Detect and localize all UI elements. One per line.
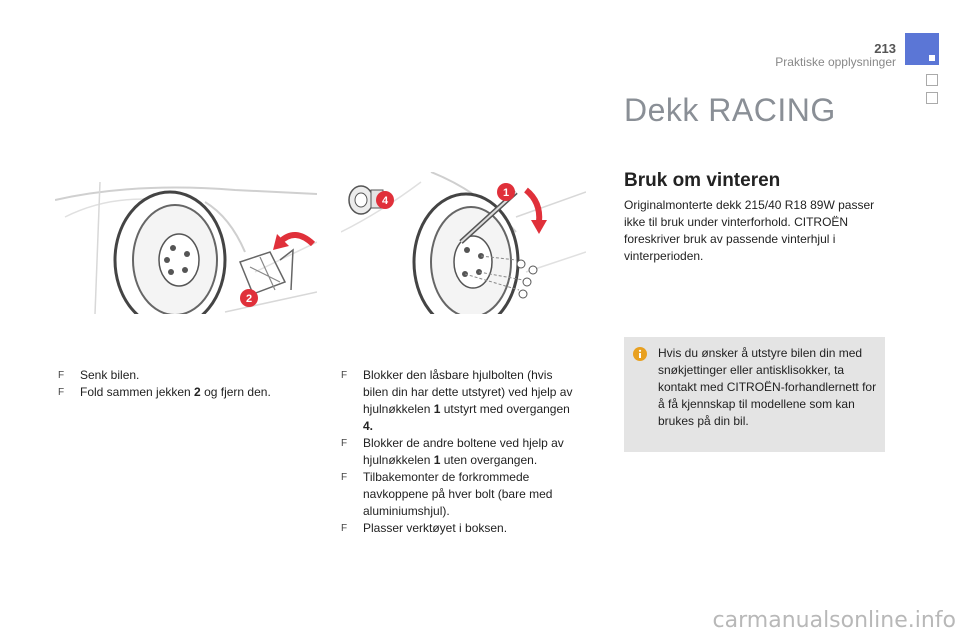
bullet-marker: F (58, 370, 65, 381)
jack-illustration: 2 (55, 172, 317, 314)
chapter-tab-active[interactable] (905, 33, 939, 65)
reference-number: 1 (433, 402, 441, 416)
bullet-marker: F (341, 523, 348, 534)
svg-text:1: 1 (503, 187, 509, 199)
reference-number: 4. (363, 419, 374, 433)
list-item: F Fold sammen jekken 2 og fjern den. (58, 384, 318, 401)
reference-number: 1 (433, 453, 441, 467)
list-text: Tilbakemonter de forkrommede navkoppene … (363, 470, 553, 518)
list-item: F Plasser verktøyet i boksen. (341, 520, 581, 537)
chapter-tab[interactable] (926, 92, 938, 104)
bullet-marker: F (341, 370, 348, 381)
list-text: Plasser verktøyet i boksen. (363, 521, 508, 535)
list-text: utstyrt med overgangen (440, 402, 570, 416)
wheel-bolts-illustration: 4 1 (341, 172, 586, 314)
list-text: Fold sammen jekken (80, 385, 195, 399)
info-box (624, 337, 885, 452)
bullet-marker: F (58, 387, 65, 398)
bullet-marker: F (341, 438, 348, 449)
section-subtitle: Bruk om vinteren (624, 170, 781, 191)
list-text: Blokker de andre boltene ved hjelp av hj… (363, 436, 564, 467)
list-item: F Tilbakemonter de forkrommede navkoppene… (341, 469, 581, 520)
info-text: Hvis du ønsker å utstyre bilen din med s… (658, 346, 877, 428)
right-instruction-list: F Blokker den låsbare hjulbolten (hvis bi… (341, 367, 581, 537)
bullet-marker: F (341, 472, 348, 483)
svg-text:2: 2 (246, 293, 252, 305)
chapter-tab[interactable] (926, 74, 938, 86)
callout-2: 2 (240, 289, 258, 307)
page-number: 213 (874, 41, 896, 56)
reference-number: 2 (194, 385, 201, 399)
list-text: og fjern den. (200, 385, 271, 399)
callout-1: 1 (497, 183, 515, 201)
list-text: Senk bilen. (80, 368, 140, 382)
left-instruction-list: F Senk bilen. F Fold sammen jekken 2 og fje… (58, 367, 318, 401)
page-title: Dekk RACING (624, 92, 836, 128)
list-item: F Blokker den låsbare hjulbolten (hvis bi… (341, 367, 581, 435)
list-item: F Senk bilen. (58, 367, 318, 384)
svg-text:4: 4 (382, 195, 389, 207)
list-item: F Blokker de andre boltene ved hjelp av h… (341, 435, 581, 469)
callout-4: 4 (376, 191, 394, 209)
list-text: uten overgangen. (440, 453, 538, 467)
list-text: Blokker den låsbare hjulbolten (hvis bil… (363, 368, 573, 416)
winter-paragraph: Originalmonterte dekk 215/40 R18 89W pas… (624, 198, 875, 263)
watermark: carmanualsonline.info (712, 608, 956, 633)
section-title: Praktiske opplysninger (775, 55, 896, 69)
info-icon (633, 347, 647, 361)
